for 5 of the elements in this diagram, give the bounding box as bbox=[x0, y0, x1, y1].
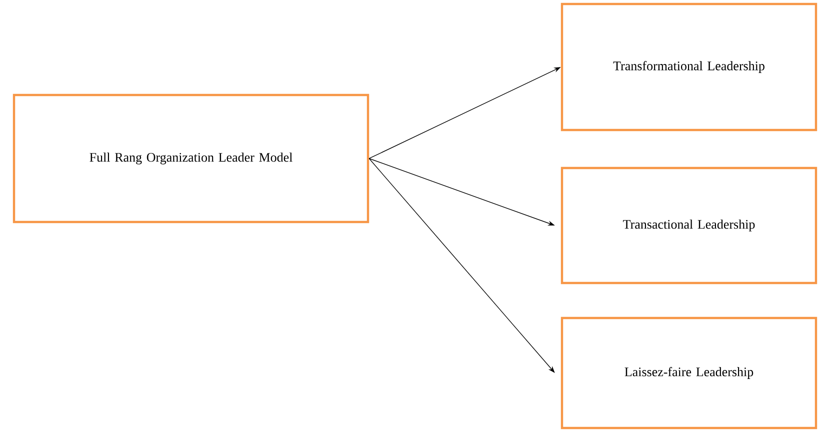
process-box: Full Rang Organization Leader Model bbox=[12, 94, 370, 224]
process-box: Laissez-faire Leadership bbox=[560, 316, 818, 430]
arrow bbox=[368, 158, 555, 373]
process-box: Transformational Leadership bbox=[560, 2, 818, 132]
process-box: Transactional Leadership bbox=[560, 166, 818, 284]
